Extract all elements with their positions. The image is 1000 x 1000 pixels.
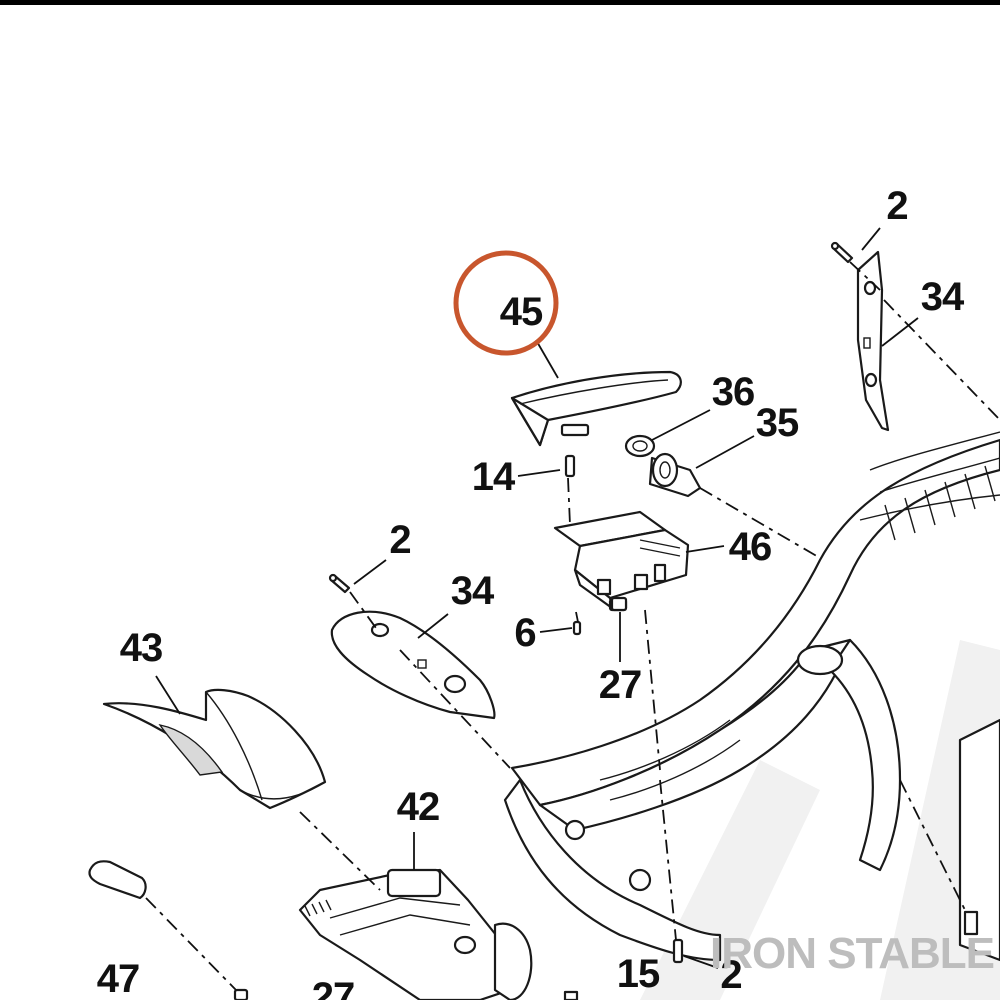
- label-6: 6: [514, 611, 535, 655]
- label-45: 45: [500, 290, 543, 334]
- highlight-circle-45: [453, 250, 559, 356]
- watermark-text: IRON STABLE: [710, 929, 994, 978]
- part-34-side-bracket-top: [856, 250, 890, 432]
- label-2-bottom: 2: [720, 953, 741, 997]
- label-15: 15: [617, 952, 660, 996]
- label-2-top: 2: [886, 184, 907, 228]
- label-42: 42: [397, 785, 440, 829]
- part-2-pin-mid: [328, 573, 351, 594]
- inner-fairing-frame: [503, 431, 1000, 962]
- panel-teeth: [304, 899, 332, 917]
- label-14: 14: [472, 455, 516, 499]
- assembly-lines: [145, 261, 1000, 991]
- label-27-bottom: 27: [312, 975, 355, 1000]
- label-47: 47: [97, 957, 140, 1000]
- top-border-bar: [0, 0, 1000, 5]
- callout-labels: 2 34 45 36 35 14 46 2 34 6 27 43 42 47 2…: [97, 184, 966, 1000]
- label-27-mid: 27: [599, 663, 642, 707]
- part-6-screw: [572, 620, 582, 636]
- label-35: 35: [756, 401, 799, 445]
- label-34-top: 34: [921, 275, 965, 319]
- part-2-pin-bottom: [672, 938, 684, 964]
- label-2-mid: 2: [389, 518, 410, 562]
- part-14-screw: [564, 454, 576, 478]
- part-36-lock-bezel: [624, 434, 656, 458]
- part-43-cover-tray: [102, 688, 327, 810]
- frame-ribs: [884, 465, 996, 541]
- part-27-bolt-mid: [610, 596, 628, 612]
- label-46: 46: [729, 525, 772, 569]
- part-27-bolt-bottom: [233, 988, 249, 1000]
- label-43: 43: [120, 626, 163, 670]
- leader-lines: [155, 227, 919, 969]
- part-35-lock-cylinder: [648, 452, 702, 498]
- label-36: 36: [712, 370, 755, 414]
- part-2-pin-top: [830, 241, 854, 264]
- label-34-mid: 34: [451, 569, 495, 613]
- part-34-side-panel-mid: [330, 610, 496, 720]
- part-42-inner-panel: [298, 868, 533, 1000]
- part-45-storage-lid: [510, 370, 682, 447]
- part-15-bolt: [563, 990, 579, 1000]
- part-47-pad: [88, 860, 147, 900]
- part-46-latch-assembly: [553, 510, 690, 612]
